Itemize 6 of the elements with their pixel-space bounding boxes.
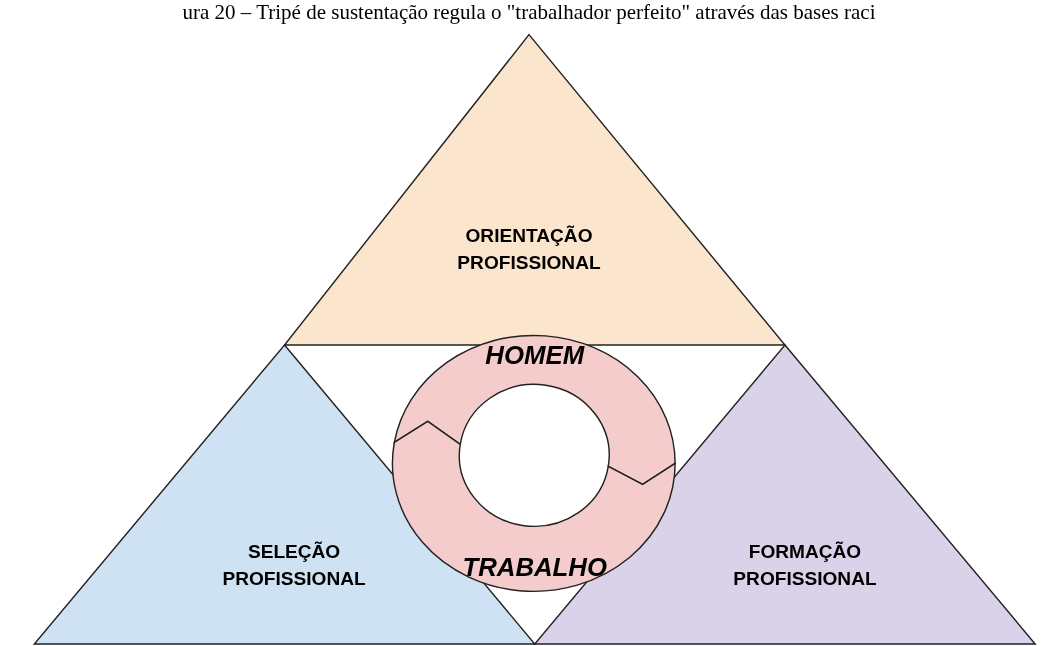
figure-title: ura 20 – Tripé de sustentação regula o "trabalhador perfeito" através das bases raci — [181, 0, 877, 24]
ring-label: HOMEM — [484, 340, 586, 372]
ring-label: TRABALHO — [461, 552, 609, 584]
section-label: SELEÇÃO PROFISSIONAL — [221, 539, 367, 591]
section-label: FORMAÇÃO PROFISSIONAL — [732, 539, 878, 591]
section-label: ORIENTAÇÃO PROFISSIONAL — [456, 223, 602, 275]
